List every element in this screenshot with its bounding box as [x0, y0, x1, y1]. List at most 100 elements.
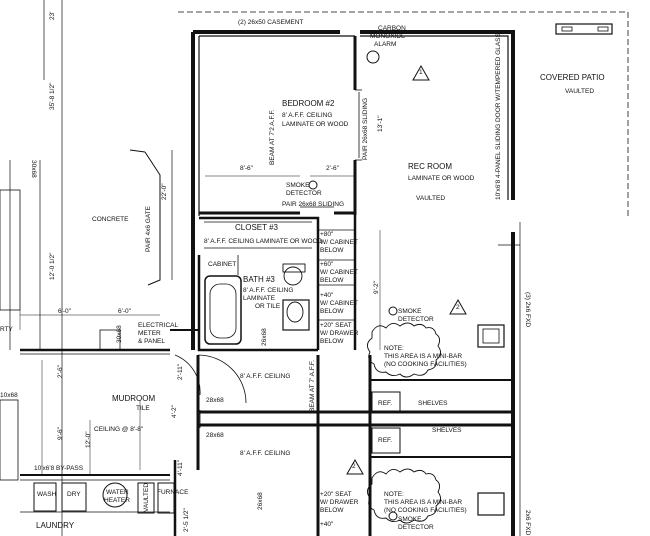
cd-label: 10x68 [0, 392, 18, 399]
patio-vaulted: VAULTED [565, 88, 595, 95]
cab-3c: BELOW [320, 308, 344, 315]
dim-13-1: 13'-1" [377, 115, 384, 132]
dim-9-6: 9'-6" [57, 427, 64, 440]
bath-cabinet: CABINET [208, 261, 237, 268]
bath-ceiling: 8' A.F.F. CEILING [243, 287, 294, 294]
bottom-smoke-2: DETECTOR [398, 524, 434, 531]
gate-label: PAIR 4x6 GATE [145, 206, 152, 252]
cab-4a: +20" SEAT [320, 322, 352, 329]
shelves-2: SHELVES [432, 427, 462, 434]
furnace-label: FURNACE [157, 489, 189, 496]
meter-2: METER [138, 330, 161, 337]
dim-2-5: 2'-5 1/2" [183, 508, 190, 532]
co-alarm-2: MONOXIDE [370, 33, 406, 40]
minibar-note-3: (NO COOKING FACILITIES) [384, 361, 467, 368]
casement-label: (2) 26x50 CASEMENT [238, 19, 304, 26]
minibar-note-b1: NOTE: [384, 491, 404, 498]
fixed-window-2: 2x6 FXD [524, 510, 531, 536]
dry-label: DRY [67, 491, 81, 498]
bedroom-smoke-2: DETECTOR [286, 190, 322, 197]
dim-12: 12'-0 1/2" [49, 252, 56, 280]
dim-4-2: 4'-2" [171, 405, 178, 418]
closet-ceiling: 8' A.F.F. CEILING [204, 238, 255, 245]
dim-8-6: 8'-6" [240, 165, 253, 172]
hall-beam: BEAM AT 7' A.F.F. [309, 360, 316, 412]
co-alarm-1: CARBON [378, 25, 406, 32]
concrete-label: CONCRETE [92, 216, 129, 223]
patio-name: COVERED PATIO [540, 73, 605, 82]
shelves-1: SHELVES [418, 400, 448, 407]
dim-4-11: 4'-11" [177, 459, 184, 476]
bath-floor-2: OR TILE [255, 303, 281, 310]
dim-2-6: 2'-6" [326, 165, 339, 172]
mudroom-floor: TILE [136, 405, 150, 412]
triangle-marker-2: 2 [456, 304, 460, 311]
mudroom-ceiling: CEILING @ 8'-8" [94, 426, 144, 433]
bedroom-floor: LAMINATE OR WOOD [282, 121, 349, 128]
closet-floor: LAMINATE OR WOOD [256, 238, 323, 245]
bypass-label: 10'x6'8 BY-PASS [34, 465, 84, 472]
fixed-window: (3) 2x6 FXD [524, 292, 531, 328]
minibar-note-b2: THIS AREA IS A MINI-BAR [384, 499, 463, 506]
hall-ceiling-2: 8' A.F.F. CEILING [240, 450, 291, 457]
bath-name: BATH #3 [243, 275, 275, 284]
cab-1c: BELOW [320, 247, 344, 254]
dim-12-0: 12'-0" [85, 431, 92, 448]
cab-3b: W/ CABINET [320, 300, 358, 307]
cab-3a: +40" [320, 292, 334, 299]
ref-2: REF. [378, 437, 393, 444]
dim-9-2: 9'-2" [373, 281, 380, 294]
minibar-note-b3: (NO COOKING FACILITIES) [384, 507, 467, 514]
dim-23: 23' [49, 11, 56, 20]
meter-3: & PANEL [138, 338, 165, 345]
rec-smoke-2: DETECTOR [398, 316, 434, 323]
mudroom-name: MUDROOM [112, 394, 156, 403]
hall-ceiling: 8' A.F.F. CEILING [240, 373, 291, 380]
dim-6-0a: 6'-0" [58, 308, 71, 315]
co-alarm-3: ALARM [374, 41, 397, 48]
bedroom-sliding: PAIR 26x68 SLIDING [282, 201, 345, 208]
dim-2-6b: 2'-6" [57, 365, 64, 378]
laundry-name: LAUNDRY [36, 521, 75, 530]
patio-door-label: 10'x6'8 4-PANEL SLIDING DOOR W/TEMPERED … [495, 33, 502, 200]
ref-1: REF. [378, 400, 393, 407]
bcab-2: W/ DRAWER [320, 499, 359, 506]
dim-6-0b: 6'-0" [118, 308, 131, 315]
wash-label: WASH [37, 491, 57, 498]
cab-2a: +60" [320, 261, 334, 268]
vaulted-small: VAULTED [143, 482, 150, 512]
bath-floor-1: LAMINATE [243, 295, 276, 302]
cab-4c: BELOW [320, 338, 344, 345]
dim-22: 22'-0" [161, 183, 168, 200]
bedroom-beam: BEAM AT 7'2 A.F.F. [269, 109, 276, 165]
water-heater-2: HEATER [104, 497, 130, 504]
door-28x68-b: 28x68 [206, 432, 224, 439]
minibar-note-2: THIS AREA IS A MINI-BAR [384, 353, 463, 360]
bedroom-ceiling: 8' A.F.F. CEILING [282, 112, 333, 119]
rec-sliding-door: PAIR 26x68 SLIDING [362, 97, 369, 160]
minibar-note-1: NOTE: [384, 345, 404, 352]
bottom-door: 26x68 [257, 492, 264, 510]
meter-1: ELECTRICAL [138, 322, 179, 329]
dim-2-11: 2'-11" [177, 363, 184, 380]
bcab-3: BELOW [320, 507, 344, 514]
rec-room-vaulted: VAULTED [416, 195, 446, 202]
bath-door: 26x68 [261, 328, 268, 346]
bedroom-name: BEDROOM #2 [282, 99, 335, 108]
bedroom-smoke-1: SMOKE [286, 182, 310, 189]
cab-2c: BELOW [320, 277, 344, 284]
rec-smoke-1: SMOKE [398, 308, 422, 315]
rec-room-name: REC ROOM [408, 162, 452, 171]
bcab-4: +40" [320, 521, 334, 528]
triangle-marker-3: 2 [352, 463, 356, 470]
dim-30x68: 30x68 [30, 160, 37, 178]
dim-30x68-b: 30x68 [116, 325, 123, 343]
rec-room-floor: LAMINATE OR WOOD [408, 175, 475, 182]
cab-2b: W/ CABINET [320, 269, 358, 276]
bottom-smoke-1: SMOKE [398, 516, 422, 523]
water-heater-1: WATER [106, 489, 129, 496]
dim-35: 35'-8 1/2" [49, 82, 56, 110]
triangle-marker-1: 1 [419, 69, 423, 76]
cab-1a: +80" [320, 231, 334, 238]
